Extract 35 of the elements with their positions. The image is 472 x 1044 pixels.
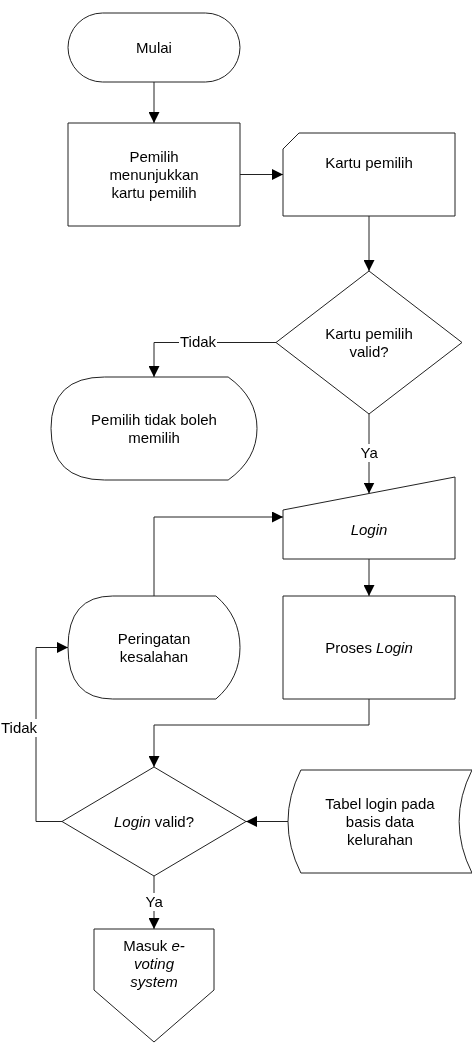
arrow [363, 413, 375, 494]
arrow [239, 169, 284, 180]
arrow [363, 558, 375, 597]
node-text: Kartu pemilih valid? [324, 324, 414, 361]
edge-label: Ya [144, 893, 164, 911]
arrow [363, 215, 375, 272]
manual-input-shape [283, 477, 455, 559]
process-box [68, 123, 240, 226]
terminator-shape [68, 13, 240, 82]
node-text: Masuk e-voting system [122, 936, 186, 991]
decision-diamond [62, 767, 246, 876]
display-shape [68, 596, 240, 699]
card-shape [283, 133, 455, 216]
arrow [245, 816, 289, 827]
process-box [283, 596, 455, 699]
display-shape [51, 377, 257, 480]
arrow [153, 511, 284, 597]
node-text: Login valid? [112, 812, 196, 831]
off-page-connector [94, 929, 214, 1042]
node-text: Peringatan kesalahan [116, 629, 192, 666]
arrow [35, 642, 69, 822]
node-text: Proses Login [324, 638, 414, 657]
arrow [148, 875, 160, 930]
node-text: Pemilih tidak boleh memilih [90, 410, 218, 447]
arrow [148, 698, 370, 768]
node-text: Login [349, 521, 389, 539]
decision-diamond [276, 271, 462, 414]
node-text: Mulai [135, 38, 173, 57]
edge-label: Ya [359, 444, 379, 462]
node-text: Pemilih menunjukkan kartu pemilih [108, 147, 200, 202]
node-text: Kartu pemilih [324, 153, 414, 172]
node-text: Tabel login pada basis data kelurahan [324, 794, 436, 849]
arrow [148, 81, 160, 124]
edge-label: Tidak [0, 719, 39, 737]
stored-data-shape [288, 770, 472, 873]
